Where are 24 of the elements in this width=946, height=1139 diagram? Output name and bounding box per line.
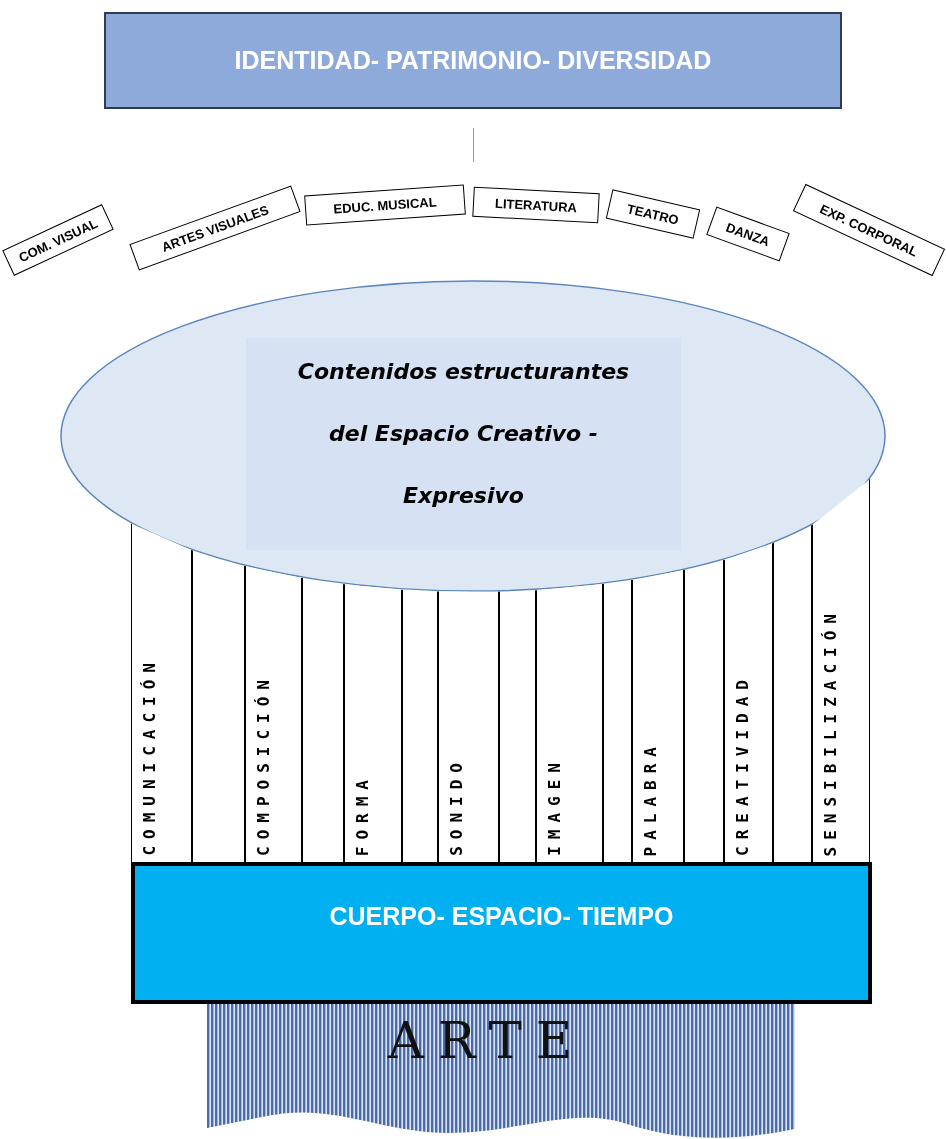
vertical-column (438, 590, 499, 864)
vertical-label: PALABRA (641, 739, 660, 856)
ellipse-text: Contenidos estructurantes del Espacio Creativo - Expresivo (296, 358, 631, 510)
discipline-label-box: EDUC. MUSICAL (304, 184, 466, 226)
discipline-label-box: TEATRO (605, 189, 701, 239)
heading-banner: IDENTIDAD- PATRIMONIO- DIVERSIDAD (104, 12, 842, 109)
vertical-label: FORMA (353, 772, 372, 856)
vertical-column (812, 478, 870, 864)
ellipse-shape (60, 280, 886, 592)
vertical-column (632, 569, 684, 864)
base-banner: CUERPO- ESPACIO- TIEMPO (131, 862, 872, 1004)
discipline-label-box: LITERATURA (472, 186, 600, 224)
vertical-label: COMPOSICIÓN (254, 673, 273, 856)
vertical-column (245, 565, 302, 864)
vertical-label: CREATIVIDAD (733, 673, 752, 856)
vertical-column (344, 583, 402, 864)
vertical-column (724, 542, 773, 864)
vertical-label: SENSIBILIZACIÓN (821, 606, 840, 856)
vertical-label: IMAGEN (545, 756, 564, 856)
vertical-column (536, 583, 603, 864)
striped-banner (207, 1004, 795, 1139)
vertical-column (131, 522, 192, 864)
vertical-label: COMUNICACIÓN (140, 656, 159, 856)
vertical-label: SONIDO (447, 756, 466, 856)
